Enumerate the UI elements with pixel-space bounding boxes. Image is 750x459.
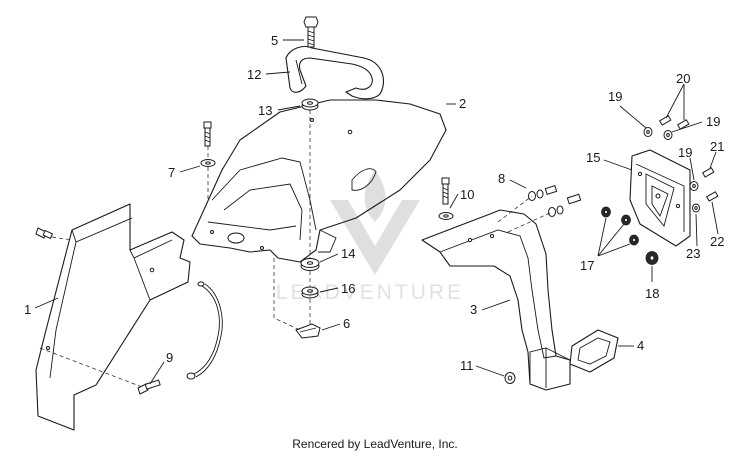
callout-11: 11 [460, 358, 474, 373]
callout-4: 4 [637, 338, 644, 353]
part-15-plate-holder[interactable] [629, 149, 691, 247]
callout-2: 2 [459, 96, 466, 111]
part-11-nut[interactable] [504, 372, 516, 384]
part-19-washers[interactable] [643, 127, 699, 191]
callout-21: 21 [710, 139, 724, 154]
part-17-grommets[interactable] [601, 206, 639, 246]
part-2-rear-fender[interactable] [191, 99, 447, 330]
part-20-screws[interactable] [658, 115, 690, 130]
part-4-reflector[interactable] [569, 329, 619, 373]
callout-23: 23 [686, 246, 700, 261]
part-22-screw[interactable] [705, 191, 719, 202]
callout-13: 13 [258, 103, 272, 118]
callout-10: 10 [460, 187, 474, 202]
part-10-bolt[interactable] [438, 177, 454, 220]
part-16-nut[interactable] [301, 286, 319, 299]
callout-19b: 19 [706, 114, 720, 129]
part-23-washer[interactable] [692, 203, 700, 213]
callout-9: 9 [166, 350, 173, 365]
part-5-bolt[interactable] [303, 16, 319, 48]
part-14-washer[interactable] [300, 258, 320, 271]
callout-labels: 1 2 3 4 5 6 7 8 9 10 11 12 13 14 15 16 1… [24, 33, 724, 373]
callout-12: 12 [247, 67, 261, 82]
callout-15: 15 [586, 150, 600, 165]
part-13-washer[interactable] [301, 98, 319, 111]
callout-19a: 19 [608, 89, 622, 104]
render-credit: Rencered by LeadVenture, Inc. [292, 437, 458, 451]
watermark-text: LEADVENTURE [276, 281, 464, 304]
callout-6: 6 [343, 316, 350, 331]
part-18-grommet[interactable] [645, 251, 659, 265]
callout-7: 7 [168, 165, 175, 180]
leadventure-watermark-logo [330, 170, 420, 275]
callout-18: 18 [645, 286, 659, 301]
part-1-inner-fender[interactable] [35, 203, 191, 431]
callout-8: 8 [498, 171, 505, 186]
callout-17: 17 [580, 258, 594, 273]
callout-5: 5 [271, 33, 278, 48]
callout-22: 22 [710, 234, 724, 249]
part-8-hardware[interactable] [497, 184, 582, 233]
ground-cable[interactable] [186, 281, 223, 380]
part-21-screw[interactable] [701, 167, 715, 178]
callout-16: 16 [341, 281, 355, 296]
part-9-bolt[interactable] [137, 379, 161, 395]
part-3-plate-bracket[interactable] [421, 209, 571, 391]
part-6-clip[interactable] [295, 323, 321, 339]
part-1-bolt[interactable] [35, 227, 73, 241]
part-7-bolt[interactable] [200, 121, 216, 167]
callout-14: 14 [341, 246, 355, 261]
callout-3: 3 [470, 302, 477, 317]
callout-19c: 19 [678, 145, 692, 160]
leader-lines [34, 39, 719, 385]
callout-20: 20 [676, 71, 690, 86]
part-12-grab-handle[interactable] [285, 45, 384, 100]
callout-1: 1 [24, 302, 31, 317]
